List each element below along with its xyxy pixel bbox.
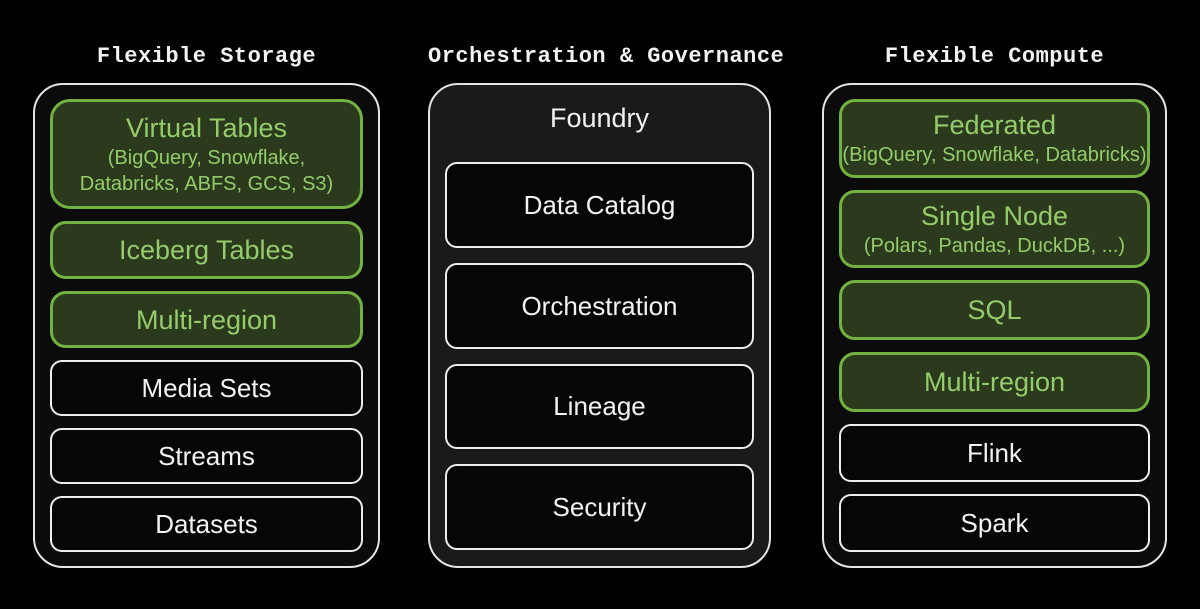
container-flexible-storage: Virtual Tables (BigQuery, Snowflake, Datab… (33, 83, 380, 568)
box-lineage: Lineage (445, 363, 754, 450)
box-federated: Federated (BigQuery, Snowflake, Databrick… (839, 99, 1150, 178)
box-label: Lineage (553, 391, 646, 422)
box-label: Streams (158, 441, 255, 472)
column-header-orchestration-governance: Orchestration & Governance (428, 44, 785, 69)
box-data-catalog: Data Catalog (445, 162, 754, 248)
box-label: Federated (932, 110, 1057, 141)
box-label: Data Catalog (523, 189, 676, 220)
box-label: Multi-region (135, 304, 278, 335)
box-sublabel: (BigQuery, Snowflake, (107, 146, 306, 169)
box-flink: Flink (839, 424, 1150, 483)
box-label: Spark (960, 508, 1029, 539)
box-media-sets: Media Sets (50, 360, 363, 417)
box-sublabel: Databricks, ABFS, GCS, S3) (79, 172, 334, 195)
box-sql: SQL (839, 280, 1150, 341)
box-sublabel: (Polars, Pandas, DuckDB, ...) (863, 235, 1126, 258)
container-flexible-compute: Federated (BigQuery, Snowflake, Databrick… (822, 83, 1167, 568)
box-label: Security (552, 492, 647, 523)
box-label: Multi-region (923, 367, 1066, 398)
container-title-foundry: Foundry (549, 102, 650, 133)
box-spark: Spark (839, 494, 1150, 552)
box-label: Virtual Tables (125, 112, 288, 143)
box-label: Single Node (920, 201, 1069, 232)
box-virtual-tables: Virtual Tables (BigQuery, Snowflake, Datab… (50, 99, 363, 209)
box-iceberg-tables: Iceberg Tables (50, 220, 363, 279)
box-label: SQL (967, 295, 1022, 326)
box-label: Media Sets (141, 373, 272, 404)
column-header-flexible-storage: Flexible Storage (96, 44, 317, 69)
box-orchestration: Orchestration (445, 262, 754, 349)
box-label: Flink (967, 438, 1022, 469)
box-label: Datasets (155, 509, 258, 540)
box-multi-region: Multi-region (839, 352, 1150, 413)
box-datasets: Datasets (50, 496, 363, 553)
box-sublabel: (BigQuery, Snowflake, Databricks) (842, 144, 1147, 167)
box-label: Orchestration (521, 290, 678, 321)
box-multi-region: Multi-region (50, 290, 363, 349)
box-single-node: Single Node (Polars, Pandas, DuckDB, ...) (839, 189, 1150, 269)
box-streams: Streams (50, 428, 363, 485)
box-security: Security (445, 464, 754, 550)
box-label: Iceberg Tables (118, 234, 295, 265)
column-header-flexible-compute: Flexible Compute (884, 44, 1105, 69)
